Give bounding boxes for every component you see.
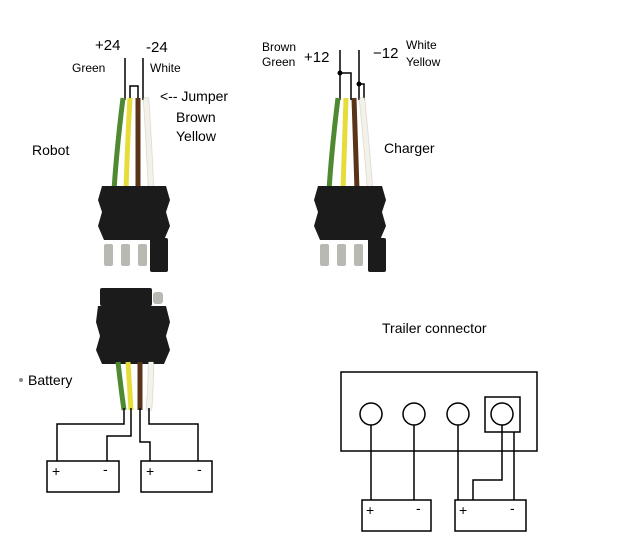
trailer-pin-3 [446,402,470,426]
robot-jumper-label: <-- Jumper [160,88,228,104]
robot-plus-label: +24 [95,37,120,54]
charger-plug-body [314,186,386,240]
battery-plug-body [96,306,170,364]
battery-cell-1 [46,460,120,493]
charger-junction-dot [337,70,343,76]
battery-label-dot [19,378,23,382]
battery-cell-2-minus: - [197,461,202,477]
charger-white-label: White [406,38,437,52]
trailer-battery-1-minus: - [416,500,421,516]
trailer-title: Trailer connector [382,320,487,336]
robot-white-wire [143,97,154,191]
robot-pin [138,244,147,266]
battery-label: Battery [28,372,72,388]
charger-pin [354,244,363,266]
robot-minus-label: -24 [146,39,168,56]
battery-white-wire [146,361,154,411]
charger-green-wire [326,97,341,191]
trailer-battery-2-minus: - [510,500,515,516]
battery-cell-2 [140,460,213,493]
trailer-battery-2 [454,499,527,532]
trailer-battery-1-plus: + [366,502,374,518]
robot-plug-tab [150,238,168,272]
charger-white-wire [359,97,373,191]
robot-white-label: White [150,61,181,75]
battery-wire [56,408,125,461]
battery-wire [148,408,199,461]
robot-pin [104,244,113,266]
robot-brown-label: Brown [176,109,216,125]
battery-pin [153,292,163,304]
robot-plug [98,58,170,272]
robot-jumper-wire [129,85,139,100]
robot-green-label: Green [72,61,105,75]
battery-green-wire [115,361,127,411]
charger-plug-tab [368,238,386,272]
trailer-wire [472,425,503,500]
trailer-pin-4 [490,402,514,426]
trailer-battery-2-plus: + [459,502,467,518]
charger-minus-label: −12 [373,45,398,62]
battery-yellow-wire [125,361,134,411]
charger-pin [337,244,346,266]
charger-bridge-wire [340,72,365,100]
trailer-wiring [370,425,515,500]
battery-wire [139,408,151,461]
battery-cell-2-plus: + [146,463,154,479]
battery-wire [106,408,132,461]
charger-junction-dot [356,81,362,87]
robot-pin [121,244,130,266]
trailer-pin-1 [359,402,383,426]
charger-plug [314,50,386,272]
charger-pin [320,244,329,266]
robot-plug-body [98,186,170,240]
battery-cell-1-minus: - [103,461,108,477]
trailer-battery-1 [361,499,432,532]
battery-plug-top [100,288,152,306]
charger-yellow-label: Yellow [406,55,441,69]
charger-green-label: Green [262,55,295,69]
charger-plus-label: +12 [304,49,329,66]
charger-label: Charger [384,140,435,156]
robot-yellow-label: Yellow [176,128,217,144]
battery-wiring [56,408,199,461]
charger-brown-label: Brown [262,40,296,54]
trailer-pin-2 [402,402,426,426]
battery-cell-1-plus: + [52,463,60,479]
robot-yellow-wire [123,97,133,191]
robot-label: Robot [32,142,69,158]
robot-green-wire [111,97,126,191]
charger-brown-wire [351,97,360,191]
charger-yellow-wire [340,97,349,191]
battery-plug [96,288,170,411]
